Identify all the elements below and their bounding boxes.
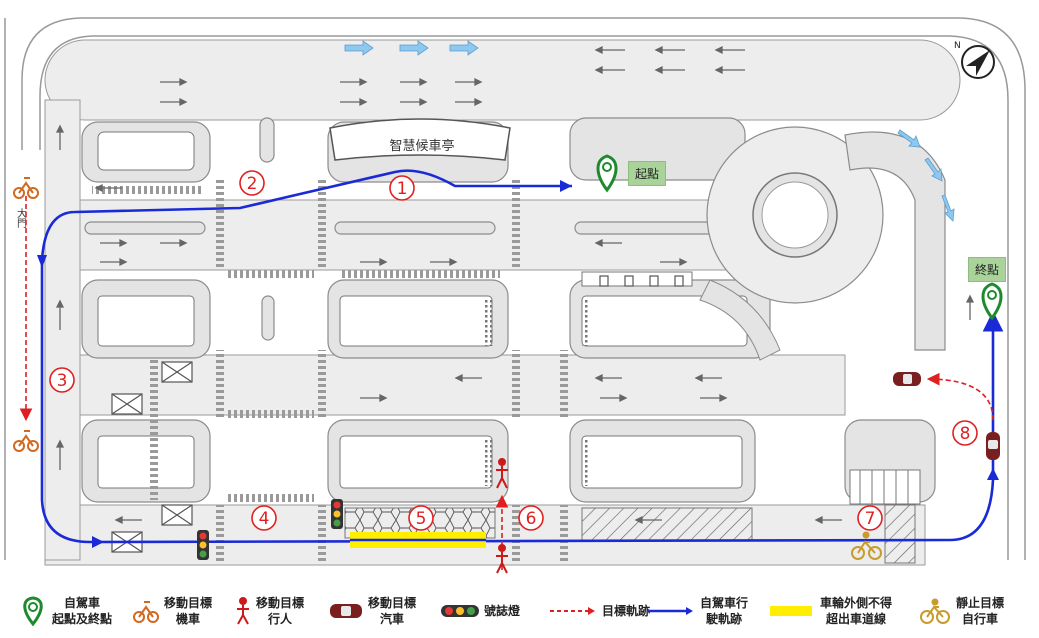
yellow-line-icon xyxy=(770,606,812,616)
scenario-markers xyxy=(49,170,978,531)
motorcycle-icon xyxy=(13,177,39,199)
marker-4: 4 xyxy=(259,509,270,529)
legend-label: 車輪外側不得 超出車道線 xyxy=(820,596,893,626)
legend-item-bicycle: 靜止目標 自行車 xyxy=(920,584,1004,638)
legend-label: 靜止目標 自行車 xyxy=(956,596,1005,626)
traffic-light-icon xyxy=(441,605,479,617)
car-icon xyxy=(330,604,362,618)
legend-label: 號誌燈 xyxy=(484,604,521,618)
course-map: 智慧候車亭 大門 N xyxy=(4,17,1026,574)
legend-item-ego-route: 自駕車行 駛軌跡 xyxy=(646,584,748,638)
north-arrow-icon: N xyxy=(954,41,995,79)
marker-3: 3 xyxy=(57,371,68,391)
legend-item-target-track: 目標軌跡 xyxy=(548,584,650,638)
end-label: 終點 xyxy=(968,257,1007,282)
bus-shelter: 智慧候車亭 xyxy=(329,118,511,161)
shelter-label: 智慧候車亭 xyxy=(389,138,454,154)
svg-text:N: N xyxy=(954,41,961,51)
legend-item-motorcycle: 移動目標 機車 xyxy=(132,584,212,638)
legend-item-traffic-light: 號誌燈 xyxy=(440,584,520,638)
bicycle-icon xyxy=(920,598,950,624)
main-gate: 大門 xyxy=(15,207,27,229)
marker-1: 1 xyxy=(397,179,408,199)
motorcycle-icon xyxy=(13,430,39,452)
car-icon xyxy=(986,432,1000,460)
legend-item-yellow-line: 車輪外側不得 超出車道線 xyxy=(768,584,892,638)
roundabout xyxy=(699,126,946,361)
legend-label: 自駕車 起點及終點 xyxy=(52,596,113,626)
marker-5: 5 xyxy=(416,509,427,529)
pedestrian-icon xyxy=(496,458,508,489)
no-cross-line xyxy=(350,532,486,548)
lane-area xyxy=(44,39,961,566)
scenario-marker-labels: 1 2 3 4 5 6 7 8 xyxy=(57,174,971,529)
legend-label: 移動目標 機車 xyxy=(164,596,213,626)
legend-item-car: 移動目標 汽車 xyxy=(328,584,416,638)
legend-item-pedestrian: 移動目標 行人 xyxy=(234,584,304,638)
traffic-light-icon xyxy=(331,499,343,529)
legend-label: 目標軌跡 xyxy=(602,604,651,618)
marker-6: 6 xyxy=(526,509,537,529)
legend-label: 移動目標 汽車 xyxy=(368,596,417,626)
location-pin-icon xyxy=(23,596,43,626)
legend: 自駕車 起點及終點 移動目標 機車 移動目標 行人 xyxy=(0,584,1039,638)
marker-7: 7 xyxy=(865,509,876,529)
start-pin-icon xyxy=(596,154,618,193)
route-ticks xyxy=(37,180,999,548)
lane-arrows xyxy=(55,45,975,525)
direction-arrows-blue xyxy=(344,40,955,222)
motorcycle-icon xyxy=(133,601,159,623)
pedestrian-icon xyxy=(496,544,508,574)
crosswalks xyxy=(92,178,568,563)
solid-arrow-icon xyxy=(648,607,693,615)
legend-item-pin: 自駕車 起點及終點 xyxy=(20,584,112,638)
marker-2: 2 xyxy=(247,174,258,194)
marker-8: 8 xyxy=(960,424,971,444)
bicycle-icon xyxy=(851,531,882,560)
traffic-light-icon xyxy=(197,530,209,560)
end-pin-icon xyxy=(981,282,1003,321)
gate-label: 大門 xyxy=(15,207,27,229)
pedestrian-icon xyxy=(237,597,249,625)
legend-label: 自駕車行 駛軌跡 xyxy=(700,596,749,626)
dashed-arrow-icon xyxy=(550,607,595,615)
inner-blocks xyxy=(97,131,748,489)
legend-label: 移動目標 行人 xyxy=(256,596,305,626)
car-icon xyxy=(893,372,921,386)
lot-boundary xyxy=(4,17,1026,560)
start-label: 起點 xyxy=(628,161,667,186)
